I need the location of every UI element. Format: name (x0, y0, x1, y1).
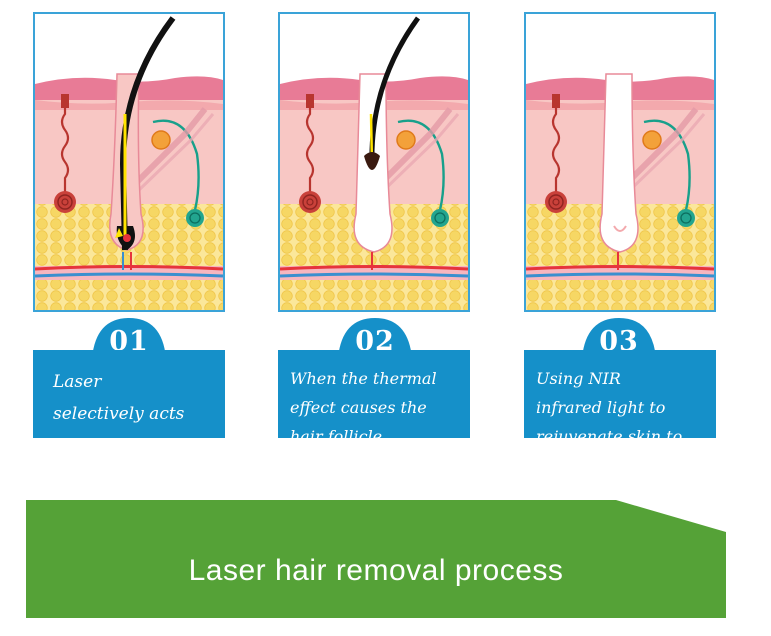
skin-diagram-2 (280, 14, 468, 310)
hair-shaft (119, 16, 176, 251)
skin-diagram-3 (526, 14, 714, 310)
illustration-panel-1 (33, 12, 225, 312)
banner-title: Laser hair removal process (188, 554, 564, 587)
step-card-1: Laser selectively acts (33, 350, 225, 438)
illustration-panel-3 (524, 12, 716, 312)
step-card-3: Using NIR infrared light to rejuvenate s… (524, 350, 716, 438)
step-text-1: Laser selectively acts (53, 372, 185, 424)
step-text-2: When the thermal effect causes the hair … (290, 369, 437, 438)
step-card-2: When the thermal effect causes the hair … (278, 350, 470, 438)
step-text-3: Using NIR infrared light to rejuvenate s… (536, 369, 683, 438)
skin-diagram-1 (35, 14, 223, 310)
banner-shape (26, 500, 726, 618)
title-banner: Laser hair removal process (26, 500, 726, 618)
hair-follicle (599, 73, 639, 253)
illustration-panel-2 (278, 12, 470, 312)
